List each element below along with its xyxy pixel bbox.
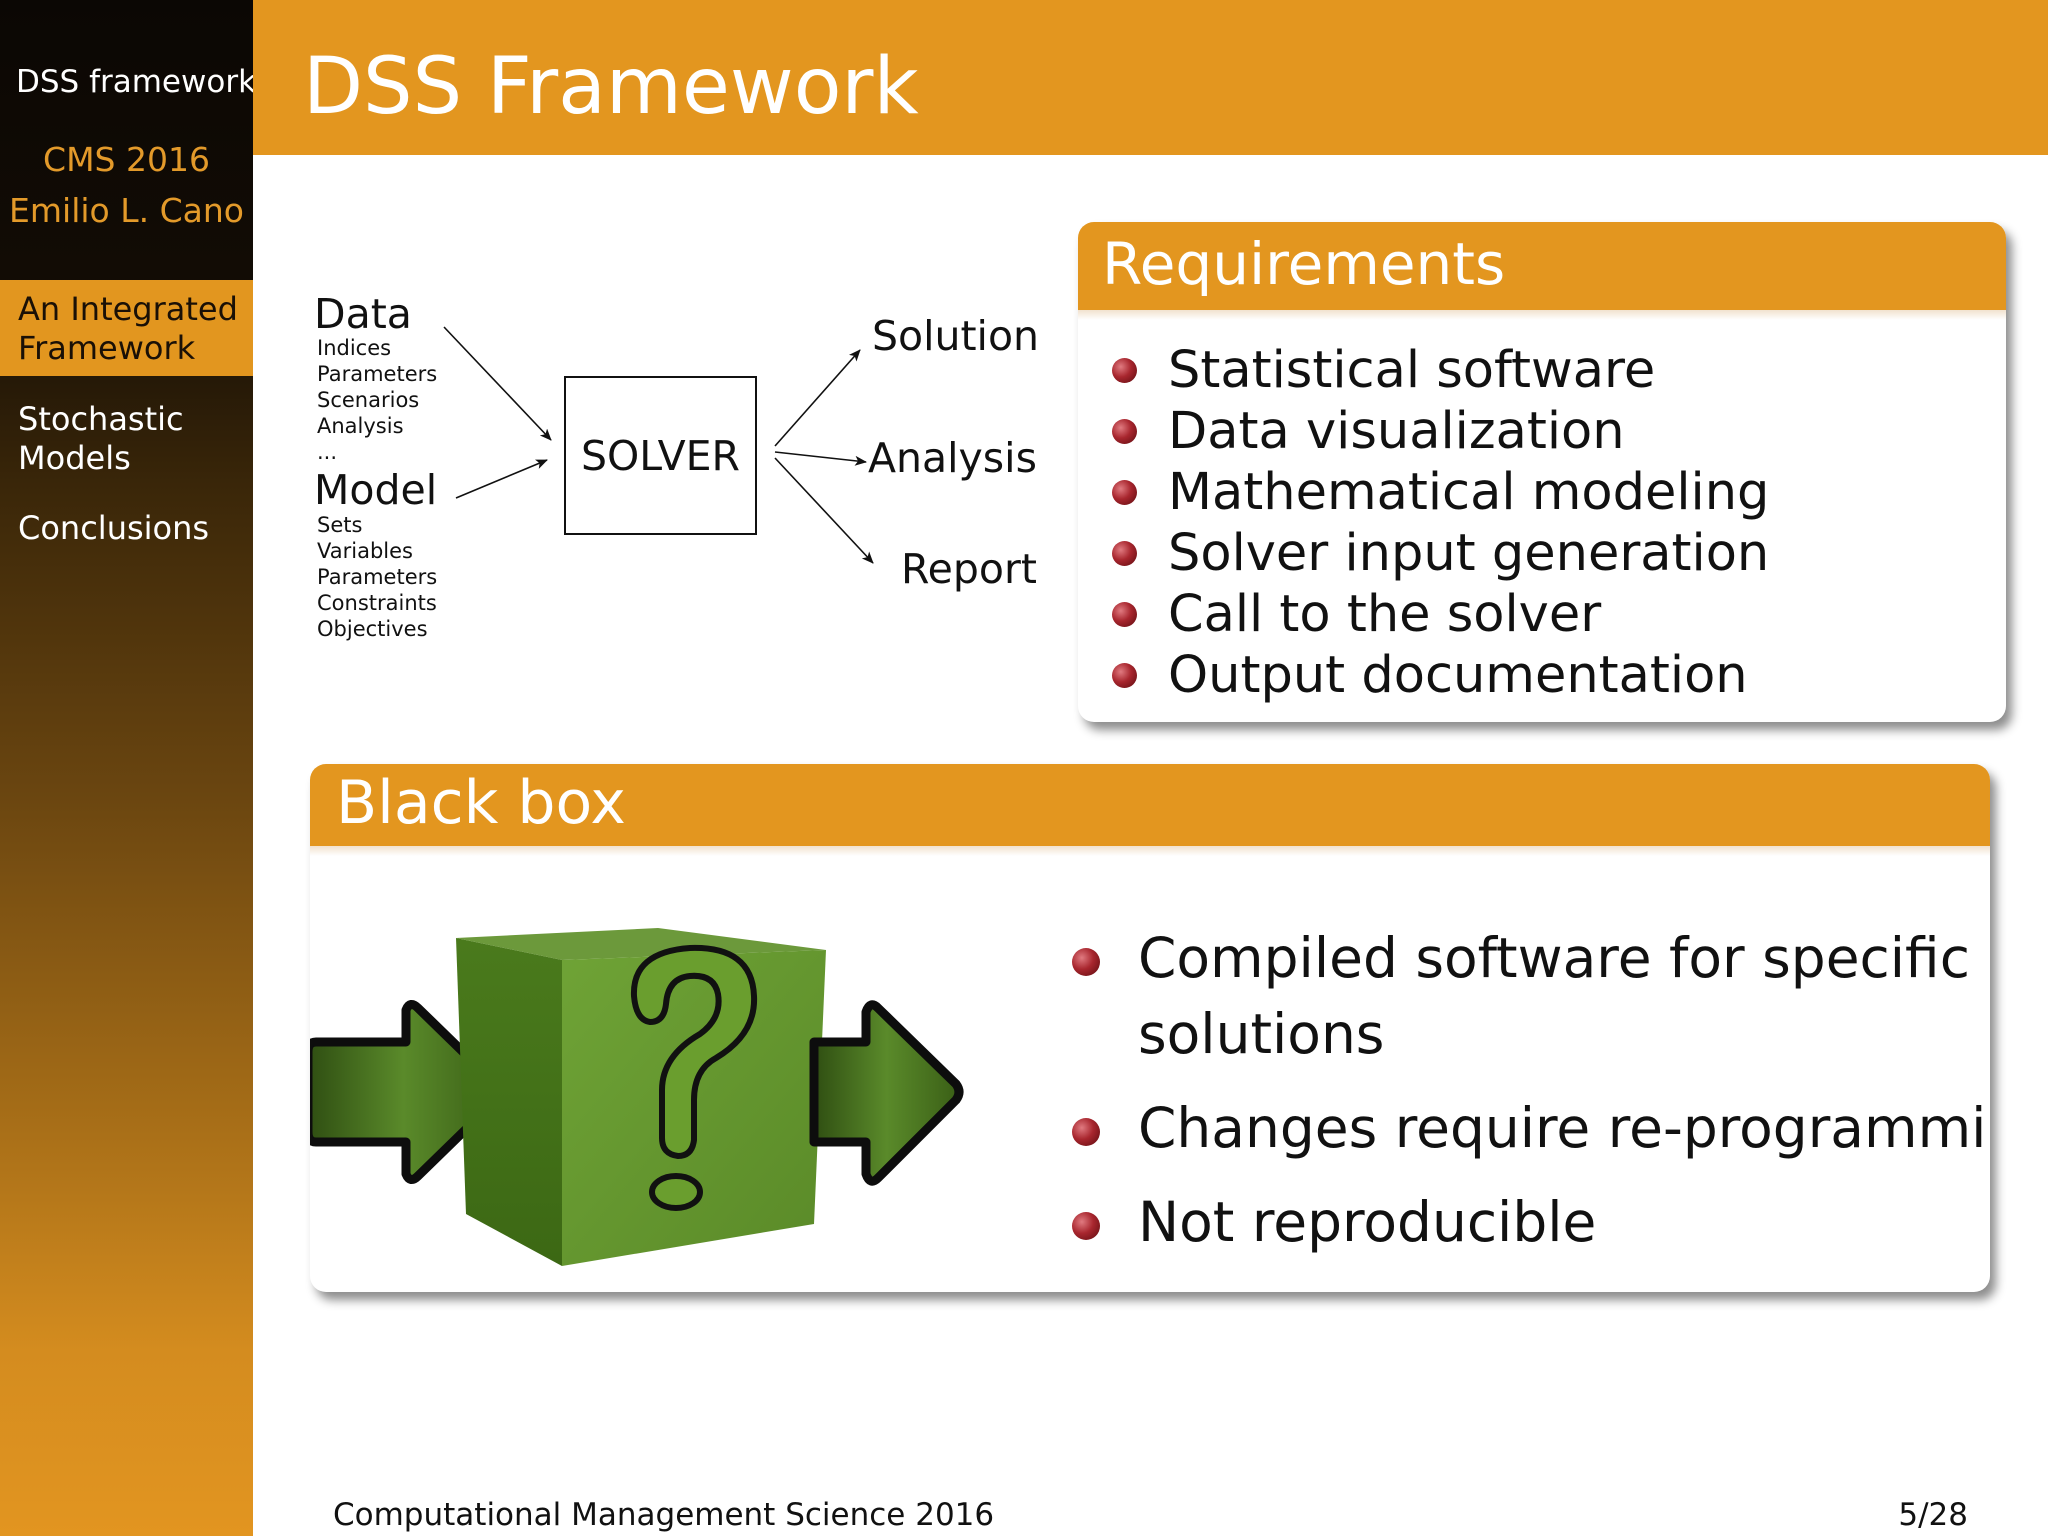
model-item: Constraints (317, 591, 437, 615)
slide-header: DSS Framework (253, 0, 2048, 155)
solver-box: SOLVER (564, 376, 757, 535)
arrow-solver-to-report (774, 457, 874, 564)
requirements-block-title: Requirements (1102, 230, 1506, 298)
bullet-icon (1072, 1212, 1100, 1240)
slide-title: DSS Framework (303, 42, 919, 132)
arrow-model-to-solver (455, 459, 548, 499)
black-box-list: Compiled software for specific solutions… (1072, 920, 1990, 1260)
question-cube-icon (310, 928, 964, 1266)
diagram-arrows (443, 326, 874, 564)
bullet-icon (1112, 358, 1137, 383)
black-box-block-title: Black box (336, 768, 626, 838)
bullet-icon (1072, 1118, 1100, 1146)
bullet-icon (1112, 541, 1137, 566)
requirements-block-header: Requirements (1078, 222, 2006, 320)
dss-diagram: Data Indices Parameters Scenarios Analys… (300, 270, 1070, 650)
data-item: Analysis (317, 414, 404, 438)
model-item: Variables (317, 539, 413, 563)
event-name: CMS 2016 (43, 140, 210, 179)
page-number: 5/28 (1898, 1497, 1968, 1533)
author-name: Emilio L. Cano (9, 191, 244, 230)
bullet-icon (1112, 480, 1137, 505)
arrow-data-to-solver (443, 326, 552, 441)
footer-conference: Computational Management Science 2016 (333, 1497, 995, 1533)
solver-label: SOLVER (580, 431, 741, 480)
list-item: Not reproducible (1072, 1184, 1988, 1260)
presentation-short-title[interactable]: DSS framework (16, 64, 257, 100)
data-item: Indices (317, 336, 392, 360)
black-box-block-header: Black box (310, 764, 1990, 856)
bullet-icon (1112, 663, 1137, 688)
arrow-solver-to-analysis (774, 451, 867, 466)
list-item: Solver input generation (1112, 523, 1769, 584)
list-item: Mathematical modeling (1112, 462, 1769, 523)
nav-item-label: An Integrated Framework (18, 290, 238, 367)
data-item: Scenarios (317, 388, 420, 412)
model-item: Objectives (317, 617, 428, 641)
model-heading: Model (314, 466, 438, 514)
model-item: Sets (317, 513, 363, 537)
model-item: Parameters (317, 565, 438, 589)
requirements-block: Requirements Statistical software Data v… (1078, 222, 2006, 722)
bullet-icon (1072, 948, 1100, 976)
output-solution: Solution (872, 312, 1040, 360)
bullet-icon (1112, 419, 1137, 444)
list-item: Call to the solver (1112, 584, 1769, 645)
data-item: ... (317, 440, 338, 464)
list-item: Changes require re-programming (1072, 1090, 1990, 1166)
list-item: Compiled software for specific solutions (1072, 920, 1988, 1072)
requirements-list: Statistical software Data visualization … (1112, 340, 1769, 706)
sidebar: DSS framework CMS 2016 Emilio L. Cano An… (0, 0, 257, 1536)
data-heading: Data (314, 290, 412, 338)
arrow-solver-to-solution (774, 349, 861, 447)
data-item: Parameters (317, 362, 438, 386)
black-box-block: Black box (310, 764, 1990, 1292)
bullet-icon (1112, 602, 1137, 627)
output-report: Report (901, 545, 1037, 593)
list-item: Output documentation (1112, 645, 1769, 706)
model-items-list: Sets Variables Parameters Constraints Ob… (317, 512, 437, 642)
list-item: Statistical software (1112, 340, 1769, 401)
nav-item-stochastic-models[interactable]: Stochastic Models (18, 400, 184, 477)
nav-item-integrated-framework[interactable]: An Integrated Framework (0, 280, 253, 376)
data-items-list: Indices Parameters Scenarios Analysis ..… (317, 335, 437, 465)
output-analysis: Analysis (868, 434, 1037, 482)
nav-item-conclusions[interactable]: Conclusions (18, 509, 210, 547)
list-item: Data visualization (1112, 401, 1769, 462)
